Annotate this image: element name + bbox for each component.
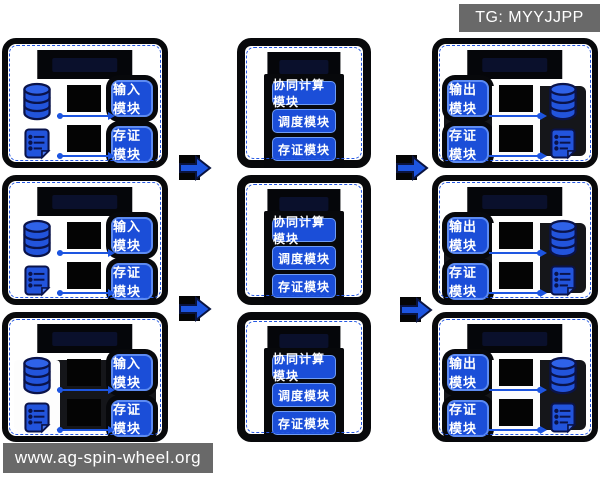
- output-node-box: 输出模块 存证模块: [432, 312, 598, 442]
- redacted-label: [489, 125, 547, 160]
- database-icon: [545, 82, 581, 122]
- input-node-box: 输入模块 存证模块: [2, 38, 168, 168]
- module-block-evidence: 存证模块: [111, 262, 153, 300]
- redacted-title: [52, 57, 118, 72]
- database-icon: [545, 356, 581, 396]
- input-node-box: 输入模块 存证模块: [2, 312, 168, 442]
- database-icon: [19, 219, 55, 259]
- document-icon: [548, 127, 578, 160]
- redacted-title: [279, 196, 329, 211]
- redacted-label: [489, 359, 547, 394]
- module-block-scheduler: 调度模块: [272, 383, 336, 407]
- output-node-box: 输出模块 存证模块: [432, 38, 598, 168]
- database-icon: [545, 219, 581, 259]
- redacted-header: [37, 324, 133, 353]
- module-block-input: 输入模块: [111, 353, 153, 391]
- right-arrow-icon: [177, 295, 213, 323]
- redacted-title: [279, 333, 329, 348]
- module-block-input: 输入模块: [111, 216, 153, 254]
- platform-node-box: 协同计算模块 调度模块 存证模块: [237, 312, 371, 442]
- document-icon: [22, 127, 52, 160]
- redacted-header: [467, 324, 563, 353]
- input-node-box: 输入模块 存证模块: [2, 175, 168, 305]
- document-icon: [548, 401, 578, 434]
- module-panel: 协同计算模块 调度模块 存证模块: [264, 74, 344, 168]
- platform-node-box: 协同计算模块 调度模块 存证模块: [237, 38, 371, 168]
- module-block-scheduler: 调度模块: [272, 246, 336, 270]
- redacted-label: [57, 262, 115, 297]
- module-block-output: 输出模块: [447, 353, 489, 391]
- redacted-header: [467, 187, 563, 216]
- module-panel: 协同计算模块 调度模块 存证模块: [264, 211, 344, 305]
- tg-badge: TG: MYYJJPP: [459, 4, 600, 32]
- module-block-input: 输入模块: [111, 79, 153, 117]
- module-panel: 协同计算模块 调度模块 存证模块: [264, 348, 344, 442]
- platform-node-box: 协同计算模块 调度模块 存证模块: [237, 175, 371, 305]
- module-block-evidence: 存证模块: [272, 411, 336, 435]
- redacted-label: [57, 125, 115, 160]
- module-block-output: 输出模块: [447, 216, 489, 254]
- output-node-box: 输出模块 存证模块: [432, 175, 598, 305]
- module-block-collab-compute: 协同计算模块: [272, 215, 336, 246]
- module-block-evidence: 存证模块: [272, 274, 336, 298]
- module-block-evidence: 存证模块: [111, 399, 153, 437]
- watermark-url: www.ag-spin-wheel.org: [3, 443, 213, 473]
- redacted-label: [489, 222, 547, 257]
- redacted-label: [489, 262, 547, 297]
- redacted-title: [482, 331, 548, 346]
- redacted-title: [52, 331, 118, 346]
- right-arrow-icon: [177, 154, 213, 182]
- redacted-label: [489, 85, 547, 120]
- module-block-evidence: 存证模块: [111, 125, 153, 163]
- redacted-label: [57, 85, 115, 120]
- module-block-output: 输出模块: [447, 79, 489, 117]
- module-block-collab-compute: 协同计算模块: [272, 78, 336, 109]
- redacted-title: [482, 194, 548, 209]
- redacted-header: [467, 50, 563, 79]
- redacted-label: [57, 359, 115, 394]
- redacted-title: [482, 57, 548, 72]
- database-icon: [19, 356, 55, 396]
- database-icon: [19, 82, 55, 122]
- redacted-header: [37, 50, 133, 79]
- redacted-title: [279, 59, 329, 74]
- right-arrow-icon: [394, 154, 430, 182]
- redacted-label: [57, 222, 115, 257]
- module-block-evidence: 存证模块: [447, 262, 489, 300]
- document-icon: [22, 264, 52, 297]
- module-block-scheduler: 调度模块: [272, 109, 336, 133]
- module-block-collab-compute: 协同计算模块: [272, 352, 336, 383]
- document-icon: [22, 401, 52, 434]
- redacted-label: [489, 399, 547, 434]
- module-block-evidence: 存证模块: [447, 399, 489, 437]
- right-arrow-icon: [398, 296, 434, 324]
- document-icon: [548, 264, 578, 297]
- redacted-label: [57, 399, 115, 434]
- module-block-evidence: 存证模块: [447, 125, 489, 163]
- redacted-title: [52, 194, 118, 209]
- module-block-evidence: 存证模块: [272, 137, 336, 161]
- redacted-header: [37, 187, 133, 216]
